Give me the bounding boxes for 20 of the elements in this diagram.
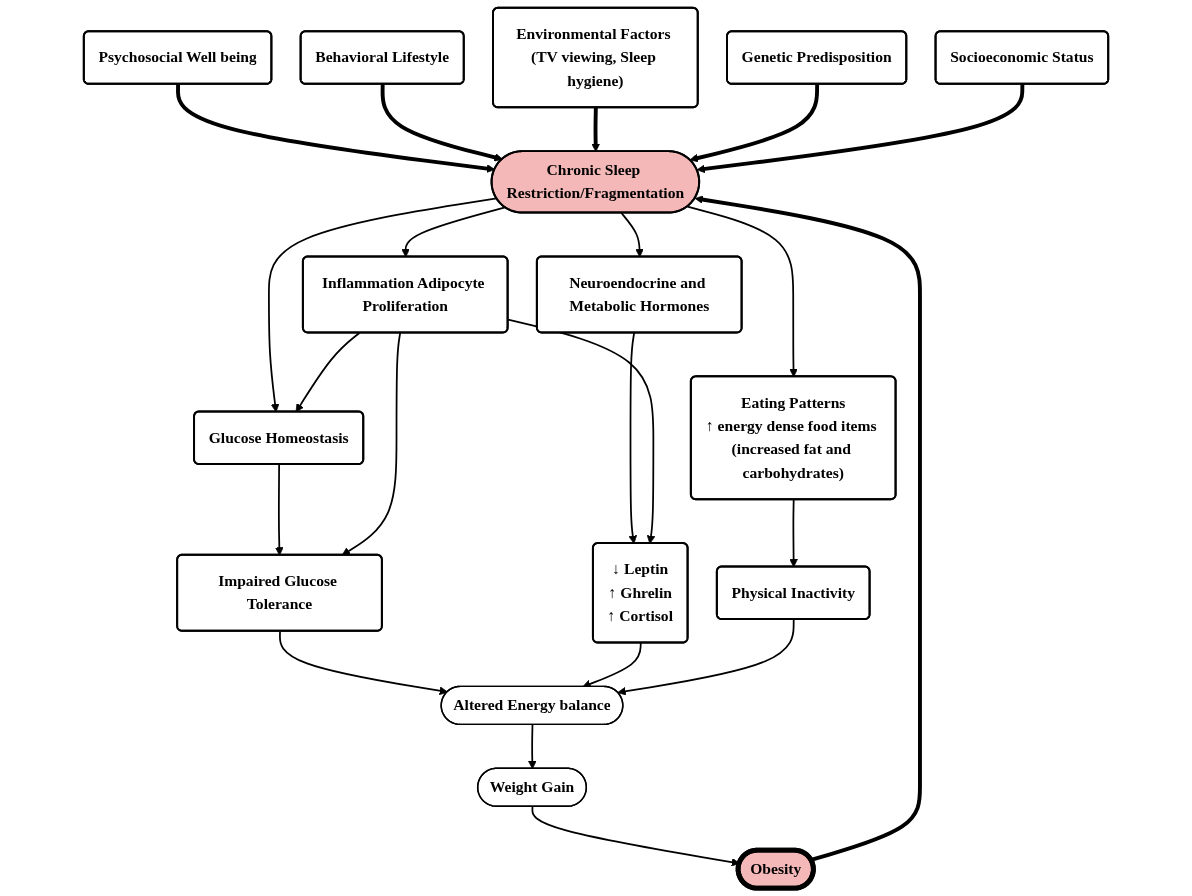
arrow [279,630,448,696]
arrow [689,84,820,163]
arrow [789,498,798,568]
arrow [617,618,795,696]
arrow [694,195,922,862]
arrow [295,332,361,413]
arrow [401,206,506,258]
arrow [531,805,740,867]
arrow [628,332,637,544]
arrow [275,463,284,556]
arrow [341,332,402,556]
arrow [268,197,498,413]
arrow [507,318,656,544]
arrow [696,84,1025,174]
arrow [380,84,503,162]
arrow [528,724,537,770]
arrow [591,107,600,152]
arrow [620,212,644,258]
arrow [176,84,496,173]
arrow [686,205,798,378]
